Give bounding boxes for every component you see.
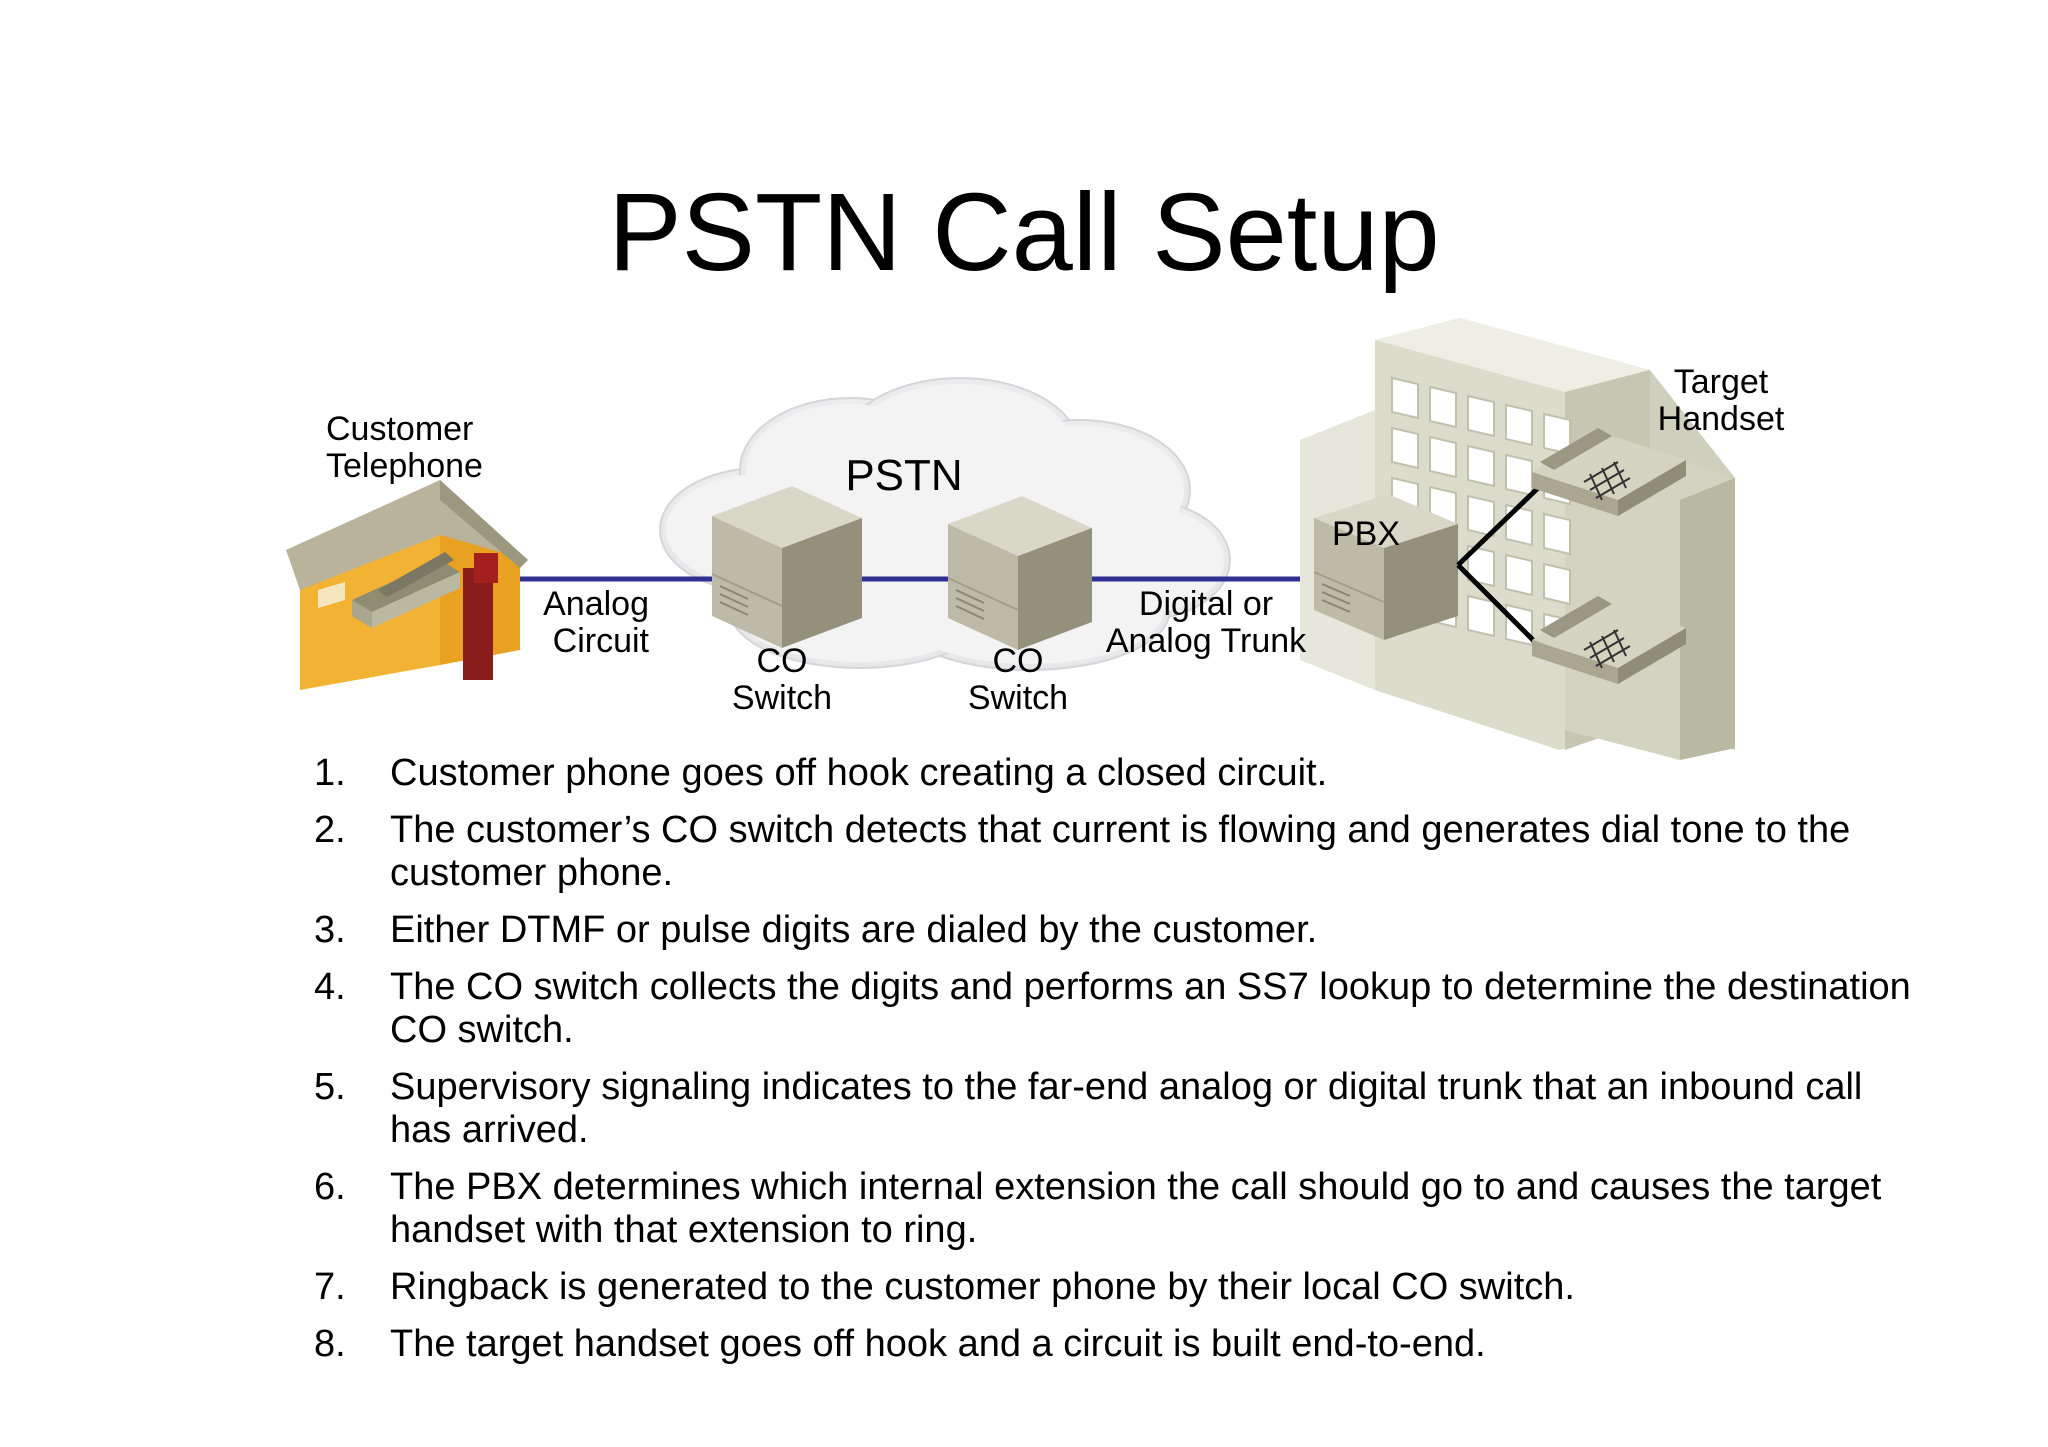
building-window xyxy=(1429,435,1457,479)
pbx-link-bottom xyxy=(1456,563,1540,647)
building-window xyxy=(1391,426,1419,470)
step-text: The customer’s CO switch detects that cu… xyxy=(390,809,1851,894)
building-window xyxy=(1505,453,1533,497)
step-number: 5. xyxy=(314,1066,346,1108)
step-text: The PBX determines which internal extens… xyxy=(390,1166,1882,1251)
step-text: The target handset goes off hook and a c… xyxy=(390,1323,1486,1365)
pbx-link-top xyxy=(1456,486,1540,567)
step-item: 4. The CO switch collects the digits and … xyxy=(314,966,1934,1052)
step-text: The CO switch collects the digits and pe… xyxy=(390,966,1911,1051)
analog-circuit-label-line1: Analog xyxy=(543,585,649,623)
step-item: 3. Either DTMF or pulse digits are dialed… xyxy=(314,909,1934,952)
step-item: 2. The customer’s CO switch detects that … xyxy=(314,809,1934,895)
pbx-label: PBX xyxy=(1332,515,1400,553)
customer-telephone-label-line1: Customer xyxy=(326,410,473,448)
customer-telephone-icon xyxy=(352,552,460,628)
handset-2-icon xyxy=(1532,596,1686,684)
step-text: Customer phone goes off hook creating a … xyxy=(390,752,1328,794)
co-switch-2-icon xyxy=(947,496,1092,650)
target-handset-icon xyxy=(1532,428,1686,516)
pbx-icon xyxy=(1313,494,1458,640)
building-window xyxy=(1467,444,1495,488)
co-switch-1-label-line1: CO xyxy=(757,642,808,680)
step-number: 3. xyxy=(314,909,346,951)
co-switch-2-label-line1: CO xyxy=(993,642,1044,680)
building-window xyxy=(1543,512,1571,556)
step-number: 6. xyxy=(314,1166,346,1208)
trunk-label-line2: Analog Trunk xyxy=(1106,622,1307,660)
step-item: 6. The PBX determines which internal exte… xyxy=(314,1166,1934,1252)
house-icon xyxy=(286,480,528,690)
step-number: 7. xyxy=(314,1266,346,1308)
trunk-label-line1: Digital or xyxy=(1139,585,1273,623)
co-switch-1-icon xyxy=(711,486,862,648)
call-setup-steps: 1. Customer phone goes off hook creating … xyxy=(314,752,1934,1380)
step-number: 8. xyxy=(314,1323,346,1365)
step-number: 4. xyxy=(314,966,346,1008)
building-window xyxy=(1505,503,1533,547)
building-window xyxy=(1467,494,1495,538)
analog-circuit-label-line2: Circuit xyxy=(553,622,650,660)
pstn-label: PSTN xyxy=(845,451,962,500)
building-window xyxy=(1543,562,1571,606)
co-switch-2-label-line2: Switch xyxy=(968,679,1068,717)
step-text: Either DTMF or pulse digits are dialed b… xyxy=(390,909,1318,951)
step-item: 8. The target handset goes off hook and a… xyxy=(314,1323,1934,1366)
step-number: 1. xyxy=(314,752,346,794)
step-number: 2. xyxy=(314,809,346,851)
target-handset-label-line1: Target xyxy=(1674,363,1769,401)
building-window xyxy=(1429,385,1457,429)
page-title: PSTN Call Setup xyxy=(608,171,1440,294)
step-text: Supervisory signaling indicates to the f… xyxy=(390,1066,1863,1151)
building-window xyxy=(1467,594,1495,638)
step-item: 7. Ringback is generated to the customer … xyxy=(314,1266,1934,1309)
building-window xyxy=(1391,376,1419,420)
step-text: Ringback is generated to the customer ph… xyxy=(390,1266,1575,1308)
step-item: 1. Customer phone goes off hook creating … xyxy=(314,752,1934,795)
building-window xyxy=(1467,544,1495,588)
customer-telephone-label-line2: Telephone xyxy=(326,447,483,485)
step-item: 5. Supervisory signaling indicates to the… xyxy=(314,1066,1934,1152)
building-window xyxy=(1505,553,1533,597)
co-switch-1-label-line2: Switch xyxy=(732,679,832,717)
building-window xyxy=(1505,403,1533,447)
target-handset-label-line2: Handset xyxy=(1658,400,1785,438)
building-window xyxy=(1467,394,1495,438)
pstn-diagram: Customer Telephone PSTN Analog Circuit C… xyxy=(286,318,1785,760)
